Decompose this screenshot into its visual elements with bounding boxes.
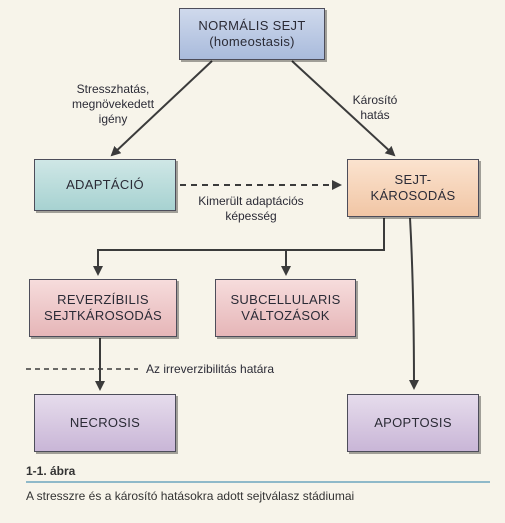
node-karosodas-line2: KÁROSODÁS	[370, 188, 456, 203]
node-adaptacio-line1: ADAPTÁCIÓ	[66, 177, 144, 192]
node-reverzibilis: REVERZÍBILIS SEJTKÁROSODÁS	[29, 279, 177, 337]
edge-label-stress: Stresszhatás, megnövekedett igény	[60, 82, 166, 127]
node-karosodas-line1: SEJT-	[394, 172, 432, 187]
node-normal-line1: NORMÁLIS SEJT	[198, 18, 306, 33]
edge-label-irreversibility: Az irreverzibilitás határa	[146, 362, 275, 376]
node-subcell-line2: VÁLTOZÁSOK	[241, 308, 330, 323]
edge-label-kimerult-line1: Kimerült adaptációs	[198, 194, 304, 208]
edge-label-stress-line2: megnövekedett	[71, 97, 155, 111]
edge-label-karosito-line1: Károsító	[352, 93, 398, 107]
caption-divider	[26, 481, 490, 483]
edge-label-kimerult-line2: képesség	[225, 209, 277, 223]
node-reverzibilis-line2: SEJTKÁROSODÁS	[43, 308, 163, 323]
node-necrosis: NECROSIS	[34, 394, 176, 452]
node-apoptosis: APOPTOSIS	[347, 394, 479, 452]
arrow-karosodas-to-apoptosis	[408, 217, 419, 390]
arrow-normal-to-adaptacio	[110, 60, 213, 157]
node-reverzibilis-line1: REVERZÍBILIS	[57, 292, 149, 307]
edge-label-karosito: Károsító hatás	[340, 93, 410, 123]
edge-label-stress-line3: igény	[98, 112, 128, 126]
node-necrosis-line1: NECROSIS	[69, 415, 141, 430]
connector-karosodas-branch	[98, 218, 385, 251]
edge-label-karosito-line2: hatás	[360, 108, 390, 122]
edge-label-kimerult: Kimerült adaptációs képesség	[184, 194, 318, 224]
node-subcellularis: SUBCELLULARIS VÁLTOZÁSOK	[215, 279, 356, 337]
edge-label-stress-line1: Stresszhatás,	[76, 82, 150, 96]
node-subcell-line1: SUBCELLULARIS	[230, 292, 341, 307]
node-apoptosis-line1: APOPTOSIS	[374, 415, 452, 430]
caption-text: A stresszre és a károsító hatásokra adot…	[26, 489, 355, 503]
node-normal-cell: NORMÁLIS SEJT (homeostasis)	[179, 8, 325, 60]
node-normal-line2: (homeostasis)	[209, 34, 295, 49]
caption-title: 1-1. ábra	[26, 464, 76, 478]
node-adaptacio: ADAPTÁCIÓ	[34, 159, 176, 211]
node-sejt-karosodas: SEJT- KÁROSODÁS	[347, 159, 479, 217]
arrow-normal-to-karosodas	[291, 60, 396, 157]
